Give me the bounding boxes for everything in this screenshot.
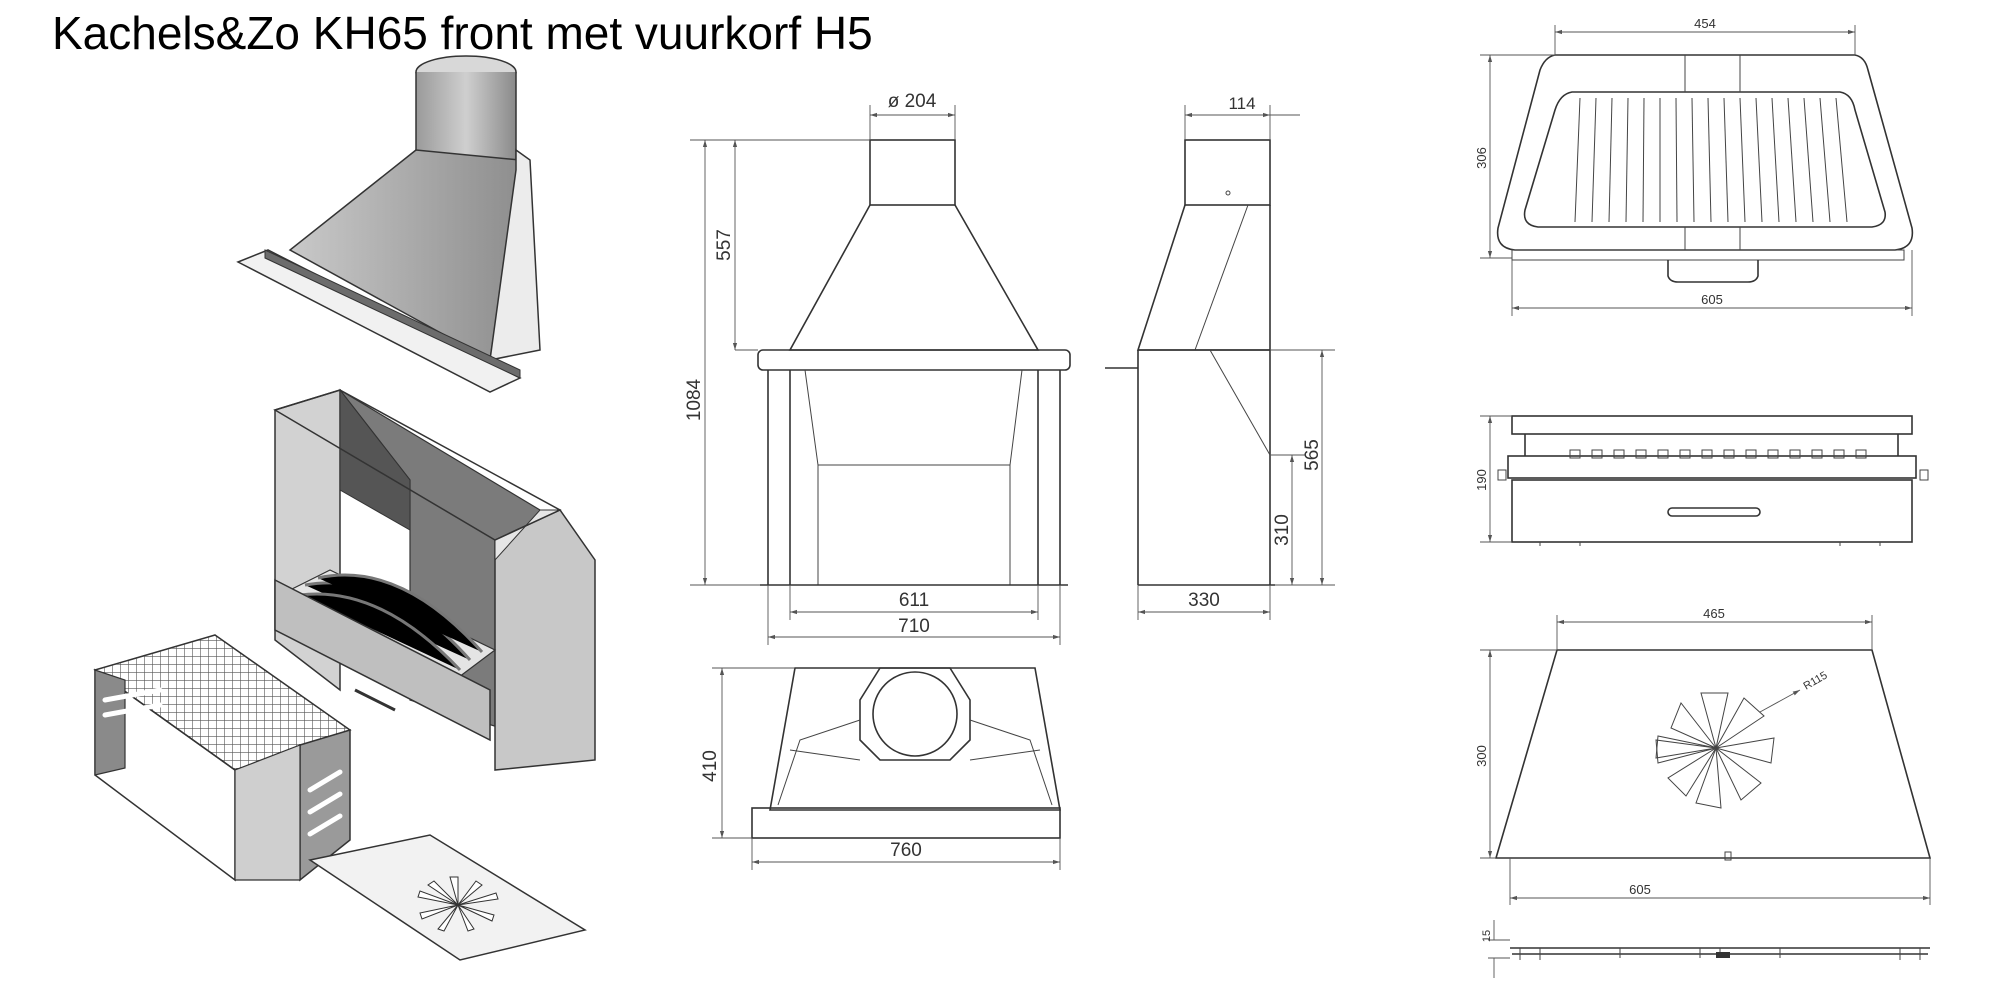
dim-grill-depth: 306 <box>1474 147 1489 169</box>
dim-plate-depth: 300 <box>1474 745 1489 767</box>
dim-plate-radius: R115 <box>1802 669 1830 692</box>
isometric-base-plate <box>308 834 587 961</box>
top-view <box>712 667 1061 870</box>
grill-front-view <box>1480 415 1929 546</box>
drawing-title: Kachels&Zo KH65 front met vuurkorf H5 <box>52 7 873 59</box>
dim-top-width: 760 <box>890 840 922 861</box>
front-view <box>690 105 1071 645</box>
isometric-firebox <box>273 388 596 771</box>
dim-grill-top-width: 454 <box>1694 16 1716 31</box>
dim-grill-bottom-width: 605 <box>1701 292 1723 307</box>
dim-side-depth: 330 <box>1188 590 1220 611</box>
plate-top-view <box>1480 615 1932 905</box>
dim-front-outer-width: 710 <box>898 616 930 637</box>
dim-side-lower-height: 565 <box>1302 439 1323 471</box>
isometric-grill-basket <box>93 634 352 882</box>
dim-top-depth: 410 <box>700 750 721 782</box>
plate-side-view <box>1488 920 1930 978</box>
dim-front-height-total: 1084 <box>684 378 705 421</box>
dim-front-hood-height: 557 <box>714 229 735 261</box>
dim-front-diameter: ø 204 <box>888 91 937 112</box>
dim-plate-thickness: 15 <box>1481 930 1493 942</box>
dim-side-opening-height: 310 <box>1272 514 1293 546</box>
grill-top-view <box>1480 25 1914 316</box>
dim-side-flue-width: 114 <box>1228 94 1255 113</box>
isometric-hood <box>236 55 541 393</box>
dim-plate-top-width: 465 <box>1703 606 1725 621</box>
dim-grill-height: 190 <box>1474 469 1489 491</box>
dim-plate-bottom-width: 605 <box>1629 882 1651 897</box>
side-view <box>1105 105 1335 620</box>
dim-front-inner-width: 611 <box>899 590 929 611</box>
